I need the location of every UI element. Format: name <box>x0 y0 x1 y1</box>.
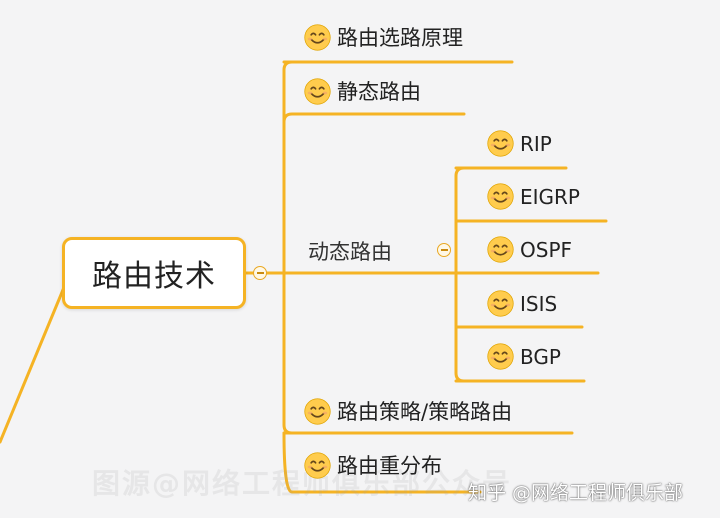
subtopic-ospf[interactable]: OSPF <box>487 236 572 263</box>
topic-routing-policy[interactable]: 路由策略/策略路由 <box>304 396 512 426</box>
root-topic[interactable]: 路由技术 <box>62 237 246 309</box>
smiley-icon <box>487 236 514 263</box>
subtopic-label: OSPF <box>520 237 573 262</box>
topic-route-redistribution[interactable]: 路由重分布 <box>304 450 442 480</box>
parent-connector <box>0 283 67 444</box>
topic-underline <box>282 112 466 124</box>
topic-dynamic-routing[interactable]: 动态路由 <box>308 236 392 266</box>
subtopic-label: ISIS <box>520 291 558 316</box>
subtopic-eigrp[interactable]: EIGRP <box>487 183 580 210</box>
smiley-icon <box>304 23 331 51</box>
smiley-icon <box>304 451 331 479</box>
collapse-toggle-dynamic-routing[interactable] <box>437 243 451 257</box>
subtopic-bgp[interactable]: BGP <box>487 343 561 370</box>
smiley-icon <box>487 290 514 317</box>
topic-underline <box>282 431 482 494</box>
subtopic-label: EIGRP <box>520 184 580 209</box>
smiley-icon <box>487 343 514 370</box>
topic-label: 路由策略/策略路由 <box>337 400 513 424</box>
topic-label: 静态路由 <box>337 80 421 104</box>
smiley-icon <box>487 183 514 210</box>
topic-routing-principle[interactable]: 路由选路原理 <box>304 22 463 52</box>
subtopic-label: BGP <box>520 344 561 369</box>
collapse-toggle-root[interactable] <box>253 266 267 280</box>
minus-icon <box>256 272 264 274</box>
smiley-icon <box>487 130 514 157</box>
topic-label: 路由选路原理 <box>337 26 463 50</box>
watermark-text: 图源@网络工程师俱乐部公众号 <box>92 467 513 500</box>
smiley-icon <box>304 397 331 425</box>
subtopic-isis[interactable]: ISIS <box>487 290 557 317</box>
subtopic-label: RIP <box>520 131 552 156</box>
subtopic-rip[interactable]: RIP <box>487 130 552 157</box>
topic-label: 路由重分布 <box>337 454 442 478</box>
zhihu-watermark: 知乎 @网络工程师俱乐部 <box>468 482 684 504</box>
minus-icon <box>440 249 448 251</box>
topic-static-routing[interactable]: 静态路由 <box>304 76 421 106</box>
root-topic-label: 路由技术 <box>92 259 216 294</box>
smiley-icon <box>304 77 331 105</box>
topic-label: 动态路由 <box>308 240 392 264</box>
